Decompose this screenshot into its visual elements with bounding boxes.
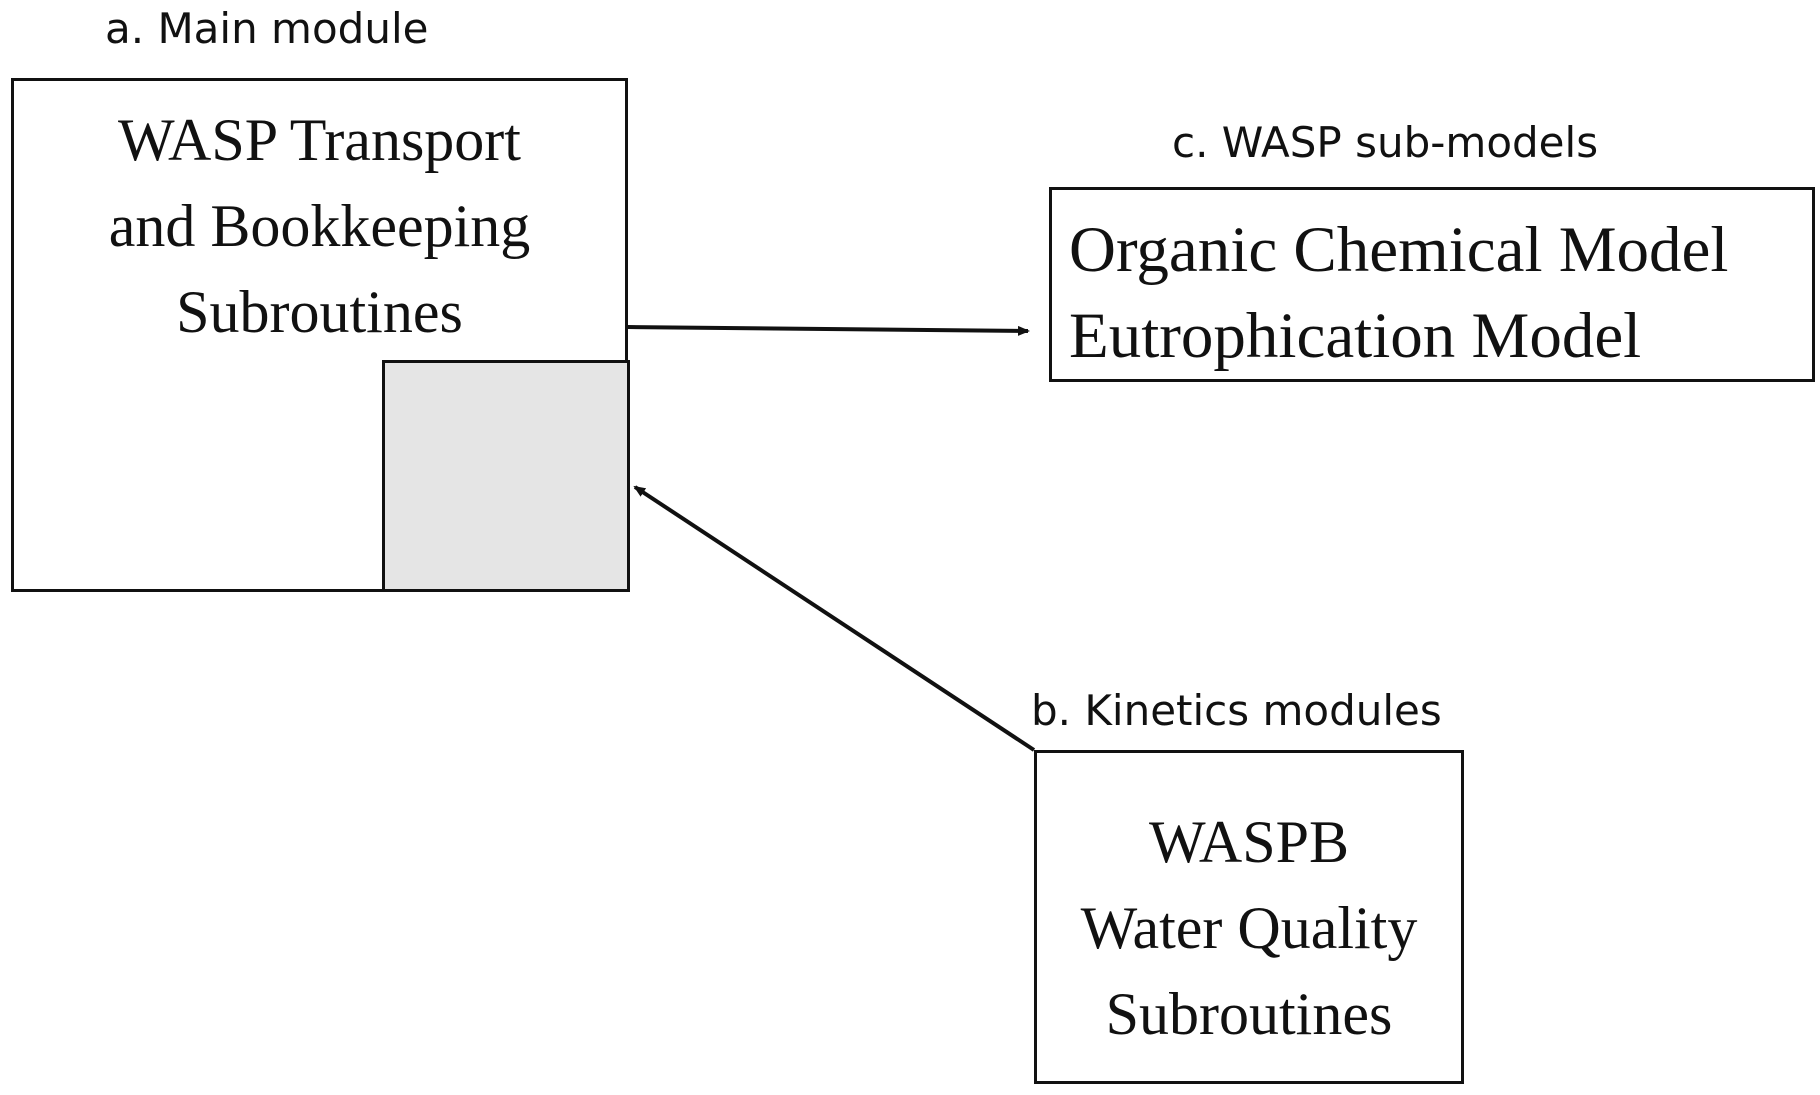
kinetics-line: Water Quality [1080, 895, 1418, 961]
main-module-line: Subroutines [176, 279, 463, 345]
main-module-text: WASP Transport and Bookkeeping Subroutin… [14, 97, 625, 355]
kinetics-line: WASPB [1148, 809, 1350, 875]
kinetics-slot-box [382, 360, 630, 592]
sub-model-line: Organic Chemical Model [1069, 214, 1729, 286]
kinetics-modules-caption: b. Kinetics modules [1031, 686, 1442, 735]
main-module-caption: a. Main module [105, 4, 429, 53]
arrow-main-to-submodels [627, 325, 1030, 336]
main-module-line: WASP Transport [118, 107, 521, 173]
sub-models-box: Organic Chemical Model Eutrophication Mo… [1049, 187, 1815, 382]
sub-models-caption: c. WASP sub-models [1172, 118, 1599, 167]
sub-model-line: Eutrophication Model [1069, 300, 1642, 372]
arrow-kinetics-to-main [633, 485, 1036, 752]
kinetics-modules-box: WASPB Water Quality Subroutines [1034, 750, 1464, 1084]
kinetics-line: Subroutines [1105, 981, 1393, 1047]
main-module-line: and Bookkeeping [108, 193, 531, 259]
kinetics-modules-text: WASPB Water Quality Subroutines [1037, 799, 1461, 1057]
sub-models-text: Organic Chemical Model Eutrophication Mo… [1069, 207, 1728, 379]
